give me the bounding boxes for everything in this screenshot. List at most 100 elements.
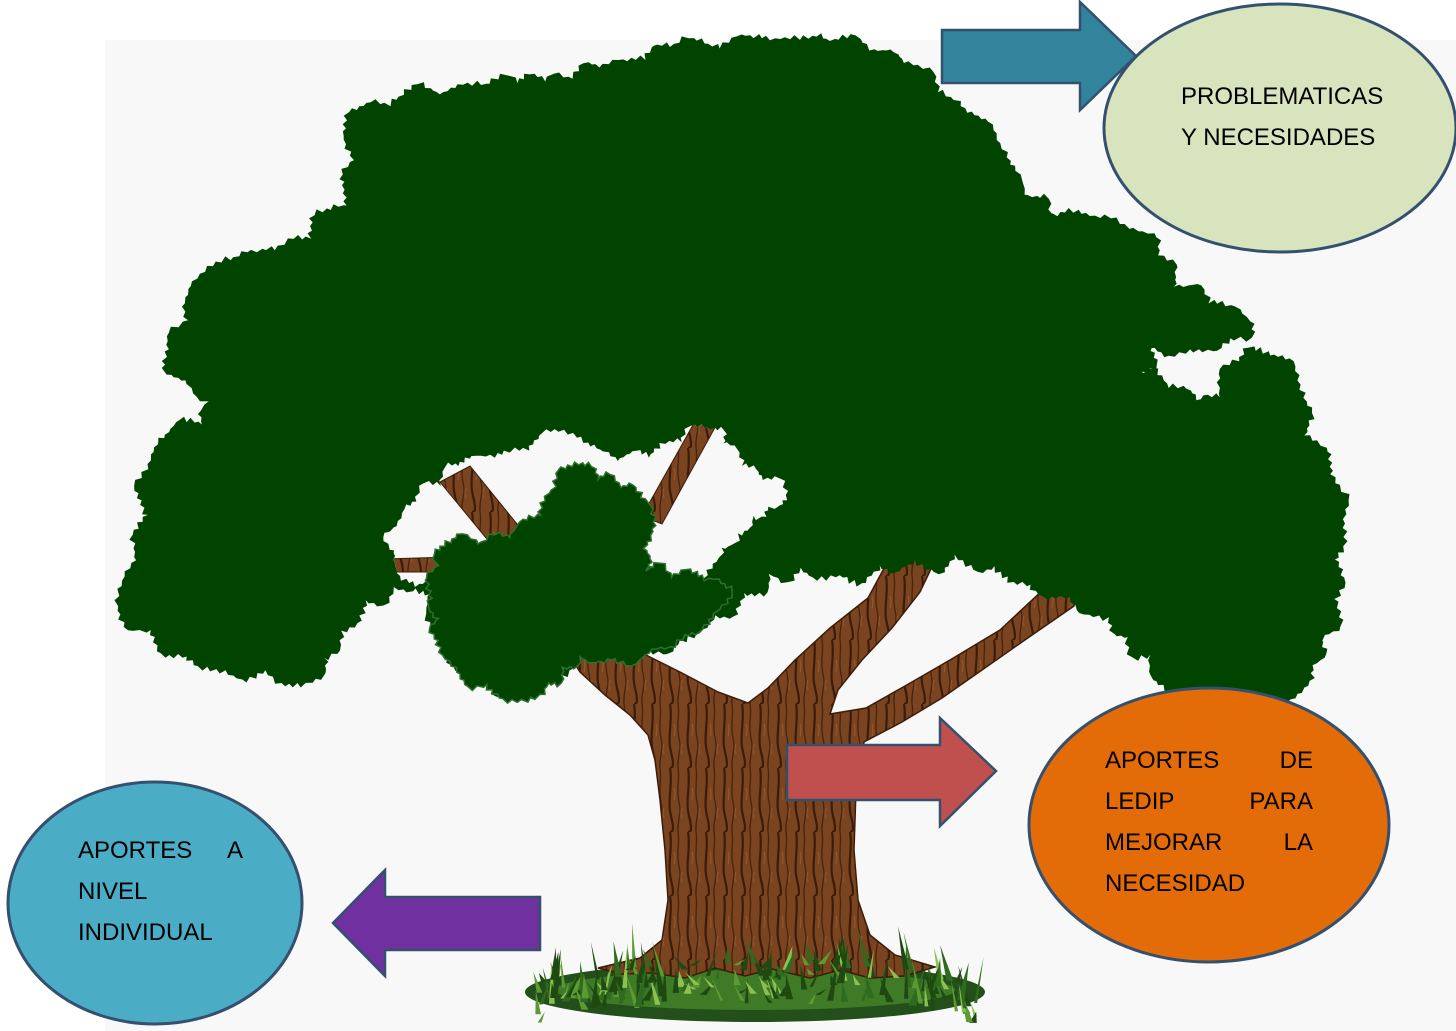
grass-blade [766,948,772,975]
grass-blade [785,973,794,1000]
grass-blade [747,939,757,964]
grass-blade [904,960,909,999]
ellipse-aportes-individual [6,780,304,1026]
grass-blade [939,986,948,999]
grass-blade [652,941,665,977]
grass-blade [626,947,631,969]
grass-blade [844,939,852,968]
grass-blade [806,942,814,963]
grass-blade [911,959,925,999]
grass-blade [654,950,666,997]
grass-blade [590,942,600,980]
grass-blade [732,958,746,966]
label-line: APORTES A [78,837,243,864]
arrow-right-icon [940,0,1138,113]
grass-blade [642,978,658,1001]
ellipse-problematicas [1102,2,1456,254]
grass-blade [932,985,940,994]
grass-blade [574,986,589,1010]
grass-blade [827,957,839,1001]
grass-blade [565,973,580,998]
grass-blade [724,947,732,963]
grass-blade [801,953,810,966]
label-line: INDIVIDUAL [78,919,213,946]
grass-blade [959,982,967,1009]
grass-blade [733,983,745,1001]
ellipse-aportes-ledip [1027,686,1391,964]
grass-blade [763,993,773,1003]
grass-blade [800,964,808,990]
grass-blade [903,932,915,972]
grass-blade [598,972,609,1000]
grass-blade [775,969,781,978]
grass-blade [758,956,772,969]
grass-blade [533,972,543,993]
grass-blade [806,968,815,975]
grass-blade [771,976,783,995]
grass-blade [549,951,559,980]
grass-blade [538,973,547,982]
grass-blade [581,974,590,999]
grass-blade [706,950,718,976]
grass-blade [538,979,552,1005]
grass-blade [744,978,749,1004]
grass-blade [940,944,954,981]
tree-branch [641,423,719,525]
grass-blade [560,955,566,988]
grass-blade [935,968,950,990]
grass-blade [684,983,697,990]
grass-blade [736,988,749,993]
label-line: LEDIP PARA [1105,788,1313,815]
grass-blade [958,965,972,1007]
grass-blade [601,973,608,991]
grass-blade [673,956,689,970]
grass-blade [625,972,640,1008]
grass-blade [778,985,787,997]
grass-blade [813,949,823,971]
grass-blade [762,964,771,981]
grass-blade [760,979,770,988]
grass-blade [929,963,936,1010]
grass-blade [634,960,648,1007]
grass-blade [535,990,541,1015]
grass-blade [955,966,963,982]
grass-blade [887,966,900,978]
grass-blade [773,961,788,977]
grass-blade [674,975,678,987]
grass-blade [622,942,628,988]
grass-blade [632,923,637,968]
grass-blade [852,974,861,986]
label-line: NIVEL [78,878,148,905]
label-line: PROBLEMATICAS [1181,83,1384,110]
grass-blade [688,959,701,966]
grass-blade [672,967,680,993]
label-line: Y NECESIDADES [1181,124,1376,151]
grass-blade [740,951,749,971]
grass-blade [598,964,613,995]
grass-blade [595,989,602,1006]
grass-blade [836,944,849,984]
grass-blade [879,954,888,995]
grass-blade [646,967,656,983]
grass-blade [572,985,586,996]
grass-blade [703,976,715,988]
grass-blade [783,947,796,973]
grass-blade [817,949,832,965]
grass-blade [613,941,622,977]
label-aportes-ledip: APORTES DE LEDIP PARA MEJORAR LA NECESID… [1105,740,1313,904]
grass-blades [533,923,984,1023]
grass-blade [864,973,875,999]
grass-blade [922,965,937,999]
grass-blade [677,970,686,987]
grass-blade [911,979,920,989]
grass-blade [733,969,741,986]
grass-blade [840,982,849,1002]
tree-canopy-cluster [424,460,733,705]
grass-blade [775,984,780,996]
grass-blade [814,988,828,995]
grass-blade [808,992,817,1004]
grass-blade [857,928,871,967]
grass-blade [683,982,692,994]
